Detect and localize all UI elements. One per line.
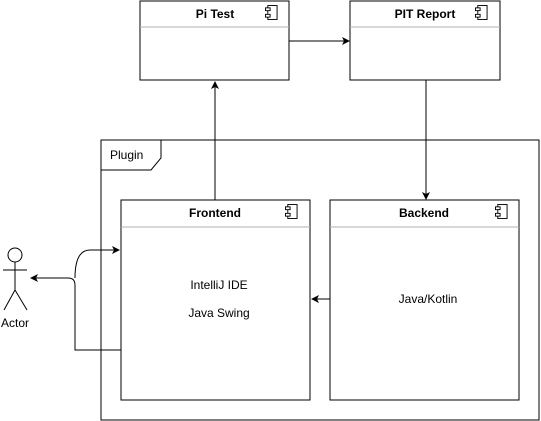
arrow-actor-to-frontend[interactable]	[74, 246, 120, 279]
actor-right-leg	[14, 289, 28, 311]
component-body-line: IntelliJ IDE	[190, 278, 247, 292]
actor-left-leg	[3, 289, 16, 311]
component-backend[interactable]: Backend Java/Kotlin	[329, 199, 520, 401]
plugin-package[interactable]: Plugin	[100, 139, 540, 421]
component-title: Backend	[399, 206, 449, 220]
plugin-package-tab	[100, 139, 162, 171]
component-pit-report[interactable]: PIT Report	[349, 0, 501, 81]
component-title: PIT Report	[395, 7, 456, 21]
plugin-package-label: Plugin	[110, 148, 143, 162]
component-title: Pi Test	[196, 7, 234, 21]
arrow-frontend-to-actor[interactable]	[30, 274, 121, 351]
actor-label: Actor	[1, 316, 29, 330]
component-frontend[interactable]: Frontend IntelliJ IDE Java Swing	[120, 199, 311, 401]
component-body-line: Java/Kotlin	[399, 292, 458, 306]
actor-head	[7, 247, 23, 263]
connectors	[30, 37, 430, 351]
component-body-line: Java Swing	[188, 306, 249, 320]
actor[interactable]	[3, 247, 28, 311]
component-pi-test[interactable]: Pi Test	[139, 0, 290, 81]
component-title: Frontend	[189, 206, 241, 220]
